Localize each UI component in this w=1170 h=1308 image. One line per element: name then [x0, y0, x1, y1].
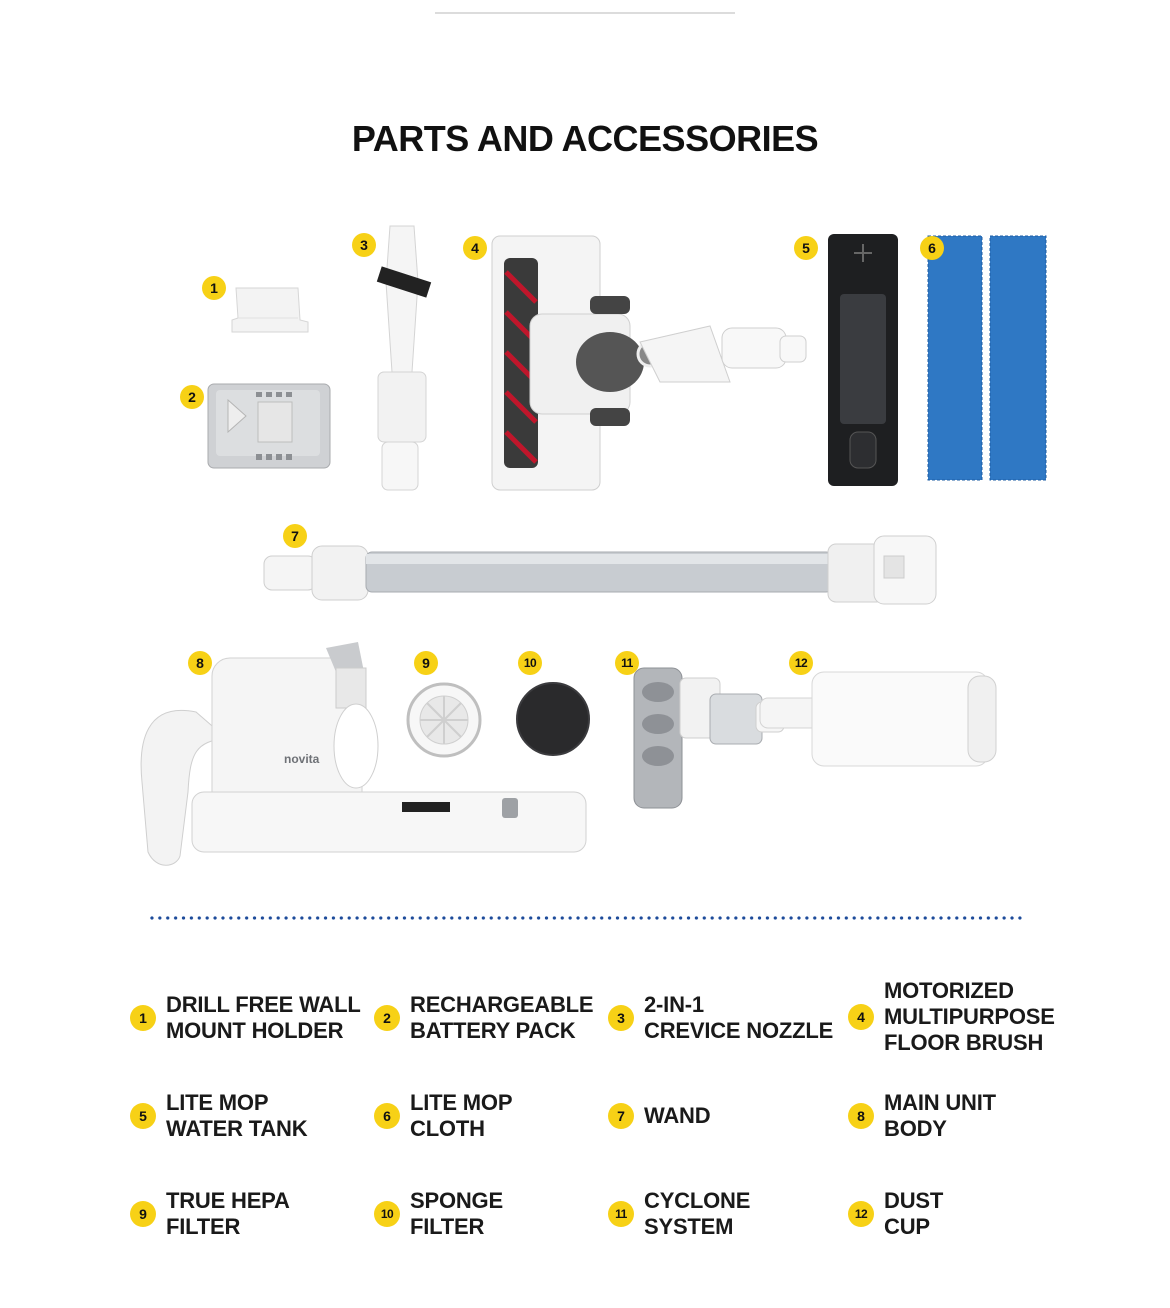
part-badge-9: 9	[414, 651, 438, 675]
legend-label: LITE MOP CLOTH	[410, 1090, 513, 1141]
legend-badge: 3	[608, 1005, 634, 1031]
legend-label: WAND	[644, 1103, 711, 1128]
legend-item-10: 10 SPONGE FILTER	[374, 1188, 503, 1240]
brand-logo: novita	[284, 752, 320, 766]
legend-badge: 4	[848, 1004, 874, 1030]
legend-label: TRUE HEPA FILTER	[166, 1188, 290, 1239]
wall-mount-holder-image	[231, 287, 309, 333]
page-title: PARTS AND ACCESSORIES	[351, 118, 819, 159]
part-badge-12: 12	[789, 651, 813, 675]
legend-label: 2-IN-1 CREVICE NOZZLE	[644, 992, 834, 1043]
top-divider	[435, 12, 735, 14]
legend-label: DUST CUP	[884, 1188, 944, 1239]
legend-badge: 11	[608, 1201, 634, 1227]
dotted-divider	[148, 916, 1024, 920]
legend-badge: 1	[130, 1005, 156, 1031]
legend-label: SPONGE FILTER	[410, 1188, 503, 1239]
wand-image	[263, 535, 937, 605]
legend-item-7: 7 WAND	[608, 1090, 711, 1142]
legend-item-1: 1 DRILL FREE WALL MOUNT HOLDER	[130, 992, 361, 1044]
part-badge-5: 5	[794, 236, 818, 260]
legend-badge: 8	[848, 1103, 874, 1129]
part-badge-3: 3	[352, 233, 376, 257]
part-badge-7: 7	[283, 524, 307, 548]
legend-item-6: 6 LITE MOP CLOTH	[374, 1090, 512, 1142]
main-unit-body-image: novita	[140, 642, 587, 866]
legend-item-5: 5 LITE MOP WATER TANK	[130, 1090, 308, 1142]
legend-item-2: 2 RECHARGEABLE BATTERY PACK	[374, 992, 594, 1044]
part-badge-8: 8	[188, 651, 212, 675]
legend-badge: 6	[374, 1103, 400, 1129]
legend-label: MOTORIZED MULTIPURPOSE FLOOR BRUSH	[884, 978, 1055, 1055]
crevice-nozzle-image	[376, 225, 432, 491]
mop-cloth-image	[927, 235, 1047, 481]
legend-label: MAIN UNIT BODY	[884, 1090, 996, 1141]
legend-badge: 7	[608, 1103, 634, 1129]
part-badge-11: 11	[615, 651, 639, 675]
mop-water-tank-image	[828, 234, 898, 486]
hepa-filter-image	[406, 682, 482, 758]
legend-item-3: 3 2-IN-1 CREVICE NOZZLE	[608, 992, 833, 1044]
dust-cup-image	[759, 671, 997, 767]
legend-label: CYCLONE SYSTEM	[644, 1188, 751, 1239]
legend-item-9: 9 TRUE HEPA FILTER	[130, 1188, 290, 1240]
legend-badge: 9	[130, 1201, 156, 1227]
legend-badge: 10	[374, 1201, 400, 1227]
legend-label: RECHARGEABLE BATTERY PACK	[410, 992, 594, 1043]
legend-item-8: 8 MAIN UNIT BODY	[848, 1090, 996, 1142]
legend-badge: 2	[374, 1005, 400, 1031]
legend-item-11: 11 CYCLONE SYSTEM	[608, 1188, 750, 1240]
part-badge-6: 6	[920, 236, 944, 260]
legend-badge: 5	[130, 1103, 156, 1129]
legend-item-12: 12 DUST CUP	[848, 1188, 943, 1240]
legend-label: DRILL FREE WALL MOUNT HOLDER	[166, 992, 361, 1043]
sponge-filter-image	[516, 682, 590, 756]
legend-badge: 12	[848, 1201, 874, 1227]
part-badge-10: 10	[518, 651, 542, 675]
floor-brush-image	[491, 235, 807, 491]
legend-label: LITE MOP WATER TANK	[166, 1090, 308, 1141]
part-badge-2: 2	[180, 385, 204, 409]
part-badge-4: 4	[463, 236, 487, 260]
part-badge-1: 1	[202, 276, 226, 300]
battery-pack-image	[207, 383, 331, 469]
legend-item-4: 4 MOTORIZED MULTIPURPOSE FLOOR BRUSH	[848, 978, 1055, 1056]
